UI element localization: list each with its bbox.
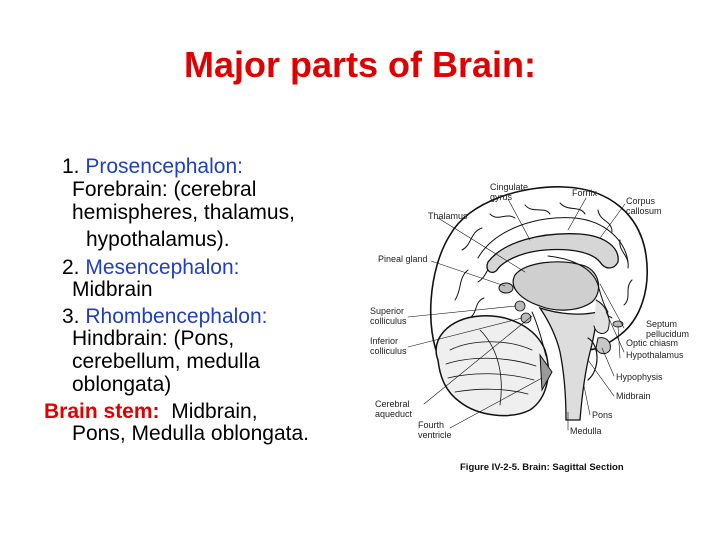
label-inferior: Inferior <box>370 336 398 346</box>
aqueduct-line <box>531 311 547 357</box>
label-midbrain: Midbrain <box>616 391 651 401</box>
cerebrum-outline <box>429 186 648 361</box>
item-text: hemispheres, thalamus, <box>72 201 295 224</box>
label-thalamus: Thalamus <box>428 211 468 221</box>
label-medulla: Medulla <box>570 426 602 436</box>
label-fourth: Fourth <box>418 420 444 430</box>
brain-stem-text: Midbrain, <box>171 400 258 423</box>
corpus-callosum-shape <box>486 233 619 273</box>
label-superior-colliculus: colliculus <box>370 316 407 326</box>
brain-stem-text-2: Pons, Medulla oblongata. <box>72 422 309 445</box>
item-term: Rhombencephalon: <box>85 305 268 328</box>
label-gyrus: gyrus <box>490 192 513 202</box>
label-hypophysis: Hypophysis <box>616 372 663 382</box>
hypophysis-shape <box>595 337 611 355</box>
list-item: 1. Prosencephalon: <box>62 155 243 179</box>
cerebellum-folia <box>445 329 537 406</box>
label-optic-chiasm: Optic chiasm <box>626 338 678 348</box>
fourth-ventricle-shape <box>539 353 553 392</box>
item-text: hypothalamus). <box>86 228 230 251</box>
list-item: 3. Rhombencephalon: <box>62 305 268 329</box>
label-hypothalamus: Hypothalamus <box>626 350 684 360</box>
item-term: Prosencephalon: <box>85 155 243 178</box>
pons-bulge <box>587 337 598 381</box>
figure-caption: Figure IV-2-5. Brain: Sagittal Section <box>460 462 624 473</box>
brain-drawing <box>407 186 648 431</box>
label-ventricle: ventricle <box>418 430 452 440</box>
label-inferior-colliculus: colliculus <box>370 346 407 356</box>
item-number: 3. <box>62 305 80 328</box>
brain-sagittal-figure: Cingulate gyrus Fornix Corpus callosum T… <box>370 182 689 473</box>
item-number: 1. <box>62 155 80 178</box>
label-pons: Pons <box>592 410 613 420</box>
item-text: Hindbrain: (Pons, <box>72 327 235 350</box>
label-aqueduct: aqueduct <box>375 409 413 419</box>
brain-stem-label: Brain stem: <box>44 400 160 423</box>
label-corpus: Corpus <box>626 196 656 206</box>
thalamus-shape <box>512 261 600 311</box>
list-item: 2. Mesencephalon: <box>62 256 239 280</box>
item-text: Midbrain <box>72 278 153 301</box>
item-text: Forebrain: (cerebral <box>72 178 257 201</box>
item-text: oblongata) <box>72 373 172 396</box>
label-septum: Septum <box>646 319 677 329</box>
label-cerebral: Cerebral <box>375 399 410 409</box>
pineal-gland-shape <box>498 282 514 294</box>
label-pellucidum: pellucidum <box>646 329 689 339</box>
item-term: Mesencephalon: <box>85 256 240 279</box>
fornix-shape <box>547 255 609 313</box>
label-pineal-gland: Pineal gland <box>378 254 428 264</box>
leader-lines <box>407 197 626 431</box>
label-cingulate: Cingulate <box>490 182 528 192</box>
brain-stem-line: Brain stem: Midbrain, <box>44 400 258 424</box>
item-text: cerebellum, medulla <box>72 350 260 373</box>
label-fornix: Fornix <box>572 188 598 198</box>
page-title: Major parts of Brain: <box>183 44 537 85</box>
label-callosum: callosum <box>626 206 662 216</box>
label-superior: Superior <box>370 306 404 316</box>
superior-colliculus-shape <box>514 300 526 312</box>
hypothalamus-shape <box>593 299 610 334</box>
item-number: 2. <box>62 256 80 279</box>
cerebellum-shape <box>435 315 549 417</box>
